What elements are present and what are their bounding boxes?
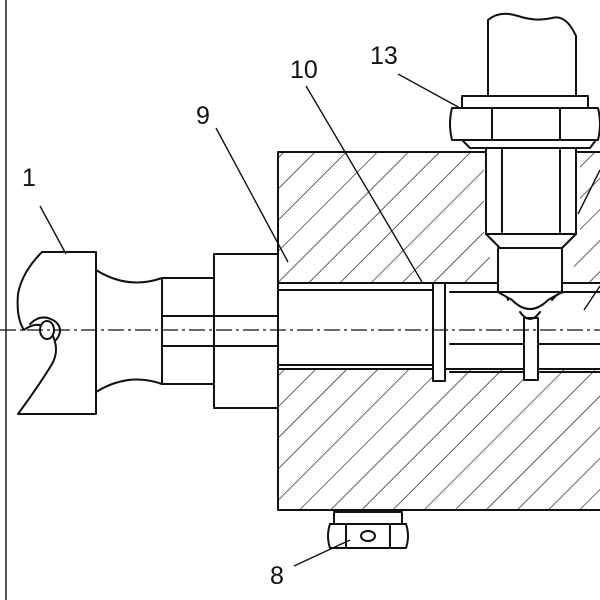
small-ring [523, 317, 539, 381]
label-part-8: 8 [270, 562, 284, 590]
seal-ring [432, 282, 446, 382]
leader-8 [293, 539, 351, 567]
label-part-10: 10 [290, 56, 318, 84]
handle-knob [16, 251, 97, 415]
inner-passage [277, 282, 600, 382]
leader-9 [215, 127, 289, 263]
label-part-13: 13 [370, 42, 398, 70]
collar [161, 277, 215, 385]
injector [449, 12, 600, 320]
nozzle-tip [497, 247, 563, 310]
fitting-assembly [16, 251, 279, 415]
leader-1 [39, 205, 67, 255]
leader-right-mid [583, 285, 600, 311]
nut-13 [449, 107, 600, 141]
label-part-1: 1 [22, 164, 36, 192]
label-part-9: 9 [196, 102, 210, 130]
plug-8 [327, 511, 409, 549]
hex-nut [213, 253, 279, 409]
leader-10 [305, 85, 423, 283]
leader-13 [397, 73, 461, 109]
leader-right-top [577, 169, 600, 215]
